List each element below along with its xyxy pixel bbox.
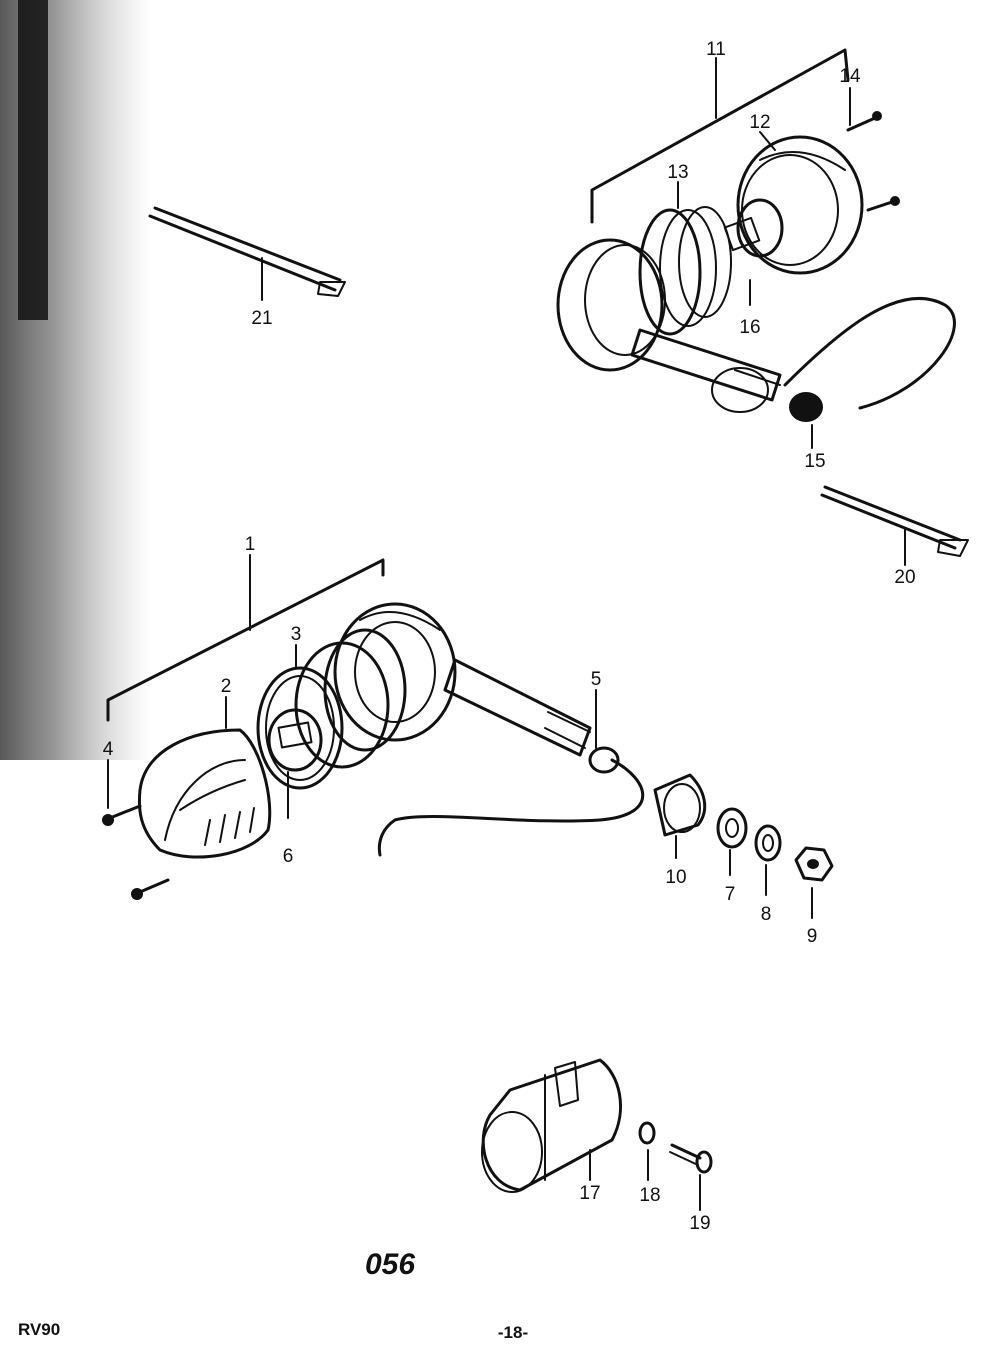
housing <box>333 602 457 742</box>
stay-bar-21 <box>148 206 346 301</box>
grommet-10 <box>653 773 707 837</box>
callout-9: 9 <box>807 926 818 947</box>
stay-bar-20 <box>820 485 969 566</box>
rear-turn-signal-assembly <box>102 554 645 900</box>
nut-15 <box>789 392 823 422</box>
gasket-3 <box>256 666 344 790</box>
callout-15: 15 <box>804 451 825 472</box>
callout-16: 16 <box>739 317 760 338</box>
callout-12: 12 <box>749 112 770 133</box>
callout-4: 4 <box>103 739 114 760</box>
screw-14-b <box>866 200 894 212</box>
nut-9 <box>794 846 834 882</box>
mounting-hardware <box>653 773 834 919</box>
callout-14: 14 <box>839 66 861 87</box>
callout-7: 7 <box>725 884 736 905</box>
diagram-code: 056 <box>365 1248 415 1281</box>
callout-21: 21 <box>251 308 272 329</box>
callout-3: 3 <box>291 624 302 645</box>
callout-17: 17 <box>579 1183 600 1204</box>
stem-lower <box>443 658 592 757</box>
callout-10: 10 <box>665 867 686 888</box>
callout-1: 1 <box>245 534 256 555</box>
washer-7 <box>716 807 748 849</box>
callout-2: 2 <box>221 676 232 697</box>
model-name: RV90 <box>18 1320 60 1339</box>
bracket-11 <box>590 48 850 224</box>
bracket-1 <box>106 558 385 722</box>
gasket-13 <box>638 208 702 336</box>
callout-13: 13 <box>667 162 688 183</box>
lock-washer-8 <box>754 824 782 862</box>
callout-20: 20 <box>894 567 915 588</box>
callout-5: 5 <box>591 669 602 690</box>
wire-lower <box>377 758 645 857</box>
screw-4-b <box>138 878 170 894</box>
washer-18 <box>638 1121 656 1145</box>
screw-4-a <box>108 804 142 820</box>
callout-11: 11 <box>706 39 726 60</box>
flasher-relay-group <box>481 1058 713 1211</box>
stem-upper <box>630 328 782 402</box>
flasher-relay-17 <box>481 1058 622 1192</box>
bolt-19 <box>670 1143 702 1160</box>
screw-14-a <box>846 116 877 132</box>
bulb-6 <box>267 708 323 772</box>
front-turn-signal-assembly <box>556 48 956 449</box>
scan-edge-band <box>18 0 48 320</box>
callout-6: 6 <box>283 846 294 867</box>
callout-18: 18 <box>639 1185 660 1206</box>
callout-8: 8 <box>761 904 772 925</box>
housing-12 <box>736 135 864 275</box>
page-number: -18- <box>498 1323 528 1342</box>
callout-19: 19 <box>689 1213 710 1234</box>
lens-2 <box>137 728 272 859</box>
wire-upper <box>783 296 956 410</box>
reflector-ring-2 <box>323 628 407 752</box>
nut-5 <box>588 746 620 774</box>
lens-dome <box>556 238 664 372</box>
